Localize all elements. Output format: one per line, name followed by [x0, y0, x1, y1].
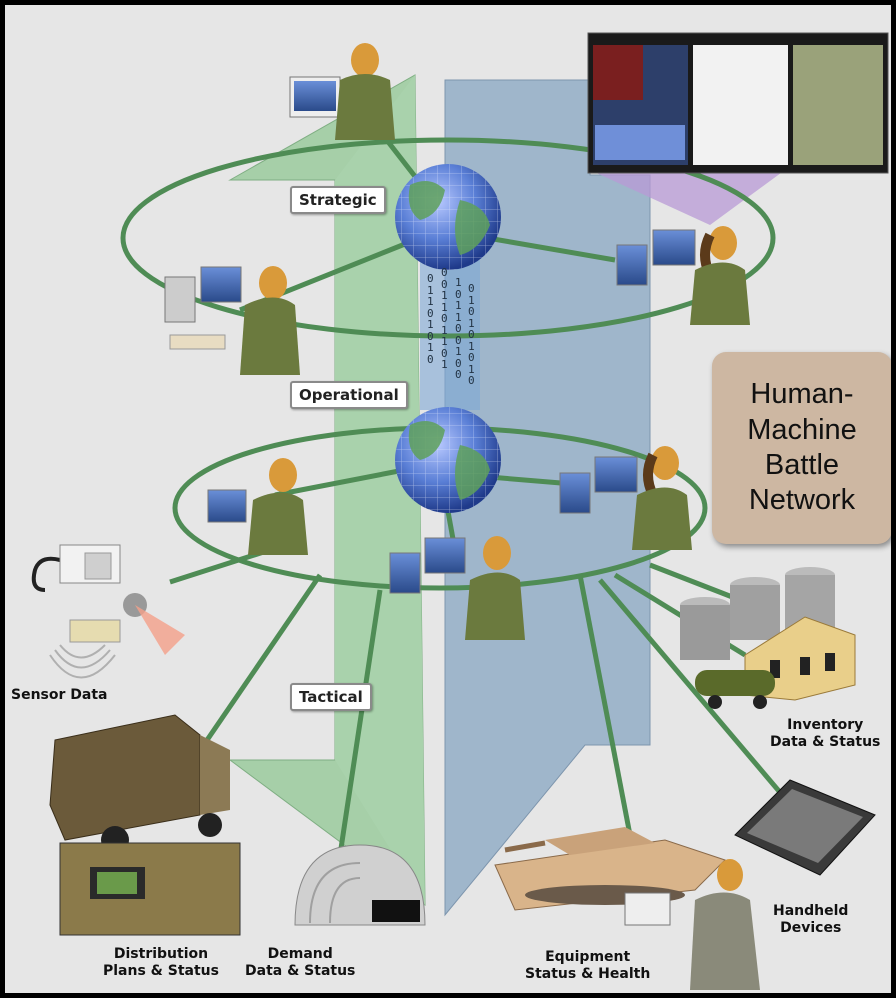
caption-text: Handheld [773, 903, 849, 919]
caption-text: Status & Health [525, 965, 651, 982]
callout-line: Network [748, 484, 856, 517]
display-projection [590, 170, 785, 225]
strategic-ring [120, 137, 776, 339]
caption-text: Plans & Status [103, 962, 219, 979]
caption-handheld: Handheld Devices [773, 903, 848, 936]
tactical-operator-left [207, 458, 308, 555]
strategic-operator-left [164, 266, 300, 375]
caption-distribution: Distribution Plans & Status [103, 946, 219, 979]
demand-hangar [294, 844, 426, 926]
callout-line: Machine [747, 413, 857, 446]
tactical-operator-right [559, 446, 692, 550]
caption-text: Data & Status [245, 962, 356, 979]
caption-equipment: Equipment Status & Health [525, 949, 650, 982]
binary-col-3: 1 0 1 1 0 0 1 0 0 [455, 276, 462, 382]
caption-text: Data & Status [770, 733, 881, 750]
strategic-operator-top [289, 43, 395, 140]
maintenance-operator [624, 859, 760, 990]
handheld-tablet [734, 779, 876, 876]
distribution-truck [49, 714, 230, 854]
inventory-storage [680, 567, 856, 709]
handheld-inset-photo [59, 842, 241, 936]
callout-line: Human- [750, 378, 854, 411]
strategic-globe [395, 164, 501, 270]
tactical-globe [395, 407, 501, 513]
tactical-operator-center [389, 536, 525, 640]
caption-text: Distribution [113, 946, 209, 962]
binary-col-4: 0 1 0 1 0 1 0 1 0 [468, 282, 475, 388]
binary-col-1: 0 1 1 0 1 0 1 0 [427, 272, 434, 366]
callout-line: Battle [764, 449, 840, 481]
caption-demand: Demand Data & Status [245, 946, 355, 979]
human-machine-network-callout: Human- Machine Battle Network [712, 352, 891, 544]
network-diagram [31, 32, 889, 990]
sensor-camera [31, 544, 185, 679]
caption-text: Demand [267, 946, 333, 962]
level-label-strategic: Strategic [290, 186, 386, 214]
caption-sensor-data: Sensor Data [11, 687, 107, 704]
level-label-tactical: Tactical [290, 683, 372, 711]
caption-text: Sensor Data [11, 687, 108, 703]
caption-text: Inventory [787, 717, 864, 733]
command-display [587, 32, 889, 174]
equipment-tank [494, 827, 726, 911]
level-label-operational: Operational [290, 381, 408, 409]
caption-inventory: Inventory Data & Status [770, 717, 880, 750]
caption-text: Devices [780, 919, 842, 936]
caption-text: Equipment [545, 949, 631, 965]
binary-col-2: 0 0 1 1 0 1 1 0 1 [441, 266, 448, 372]
strategic-operator-right [616, 226, 750, 325]
diagram-canvas: 0 1 1 0 1 0 1 0 0 0 1 1 0 1 1 0 1 1 0 1 … [5, 5, 891, 993]
